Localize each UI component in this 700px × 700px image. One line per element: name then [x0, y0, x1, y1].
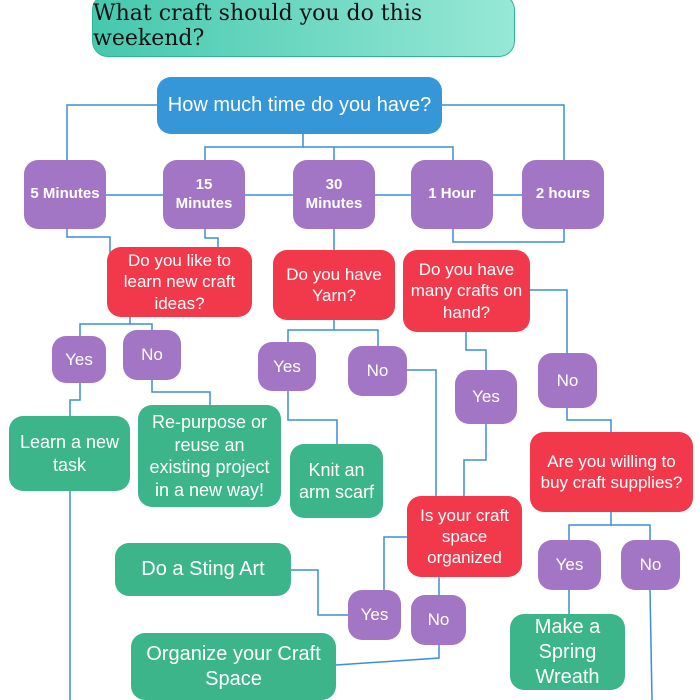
question-time: How much time do you have? — [157, 77, 442, 134]
result-sting-art: Do a Sting Art — [115, 543, 291, 596]
yes-yarn: Yes — [258, 342, 316, 391]
no-buy: No — [621, 540, 680, 590]
result-wreath: Make a Spring Wreath — [510, 614, 625, 690]
option-1-hour: 1 Hour — [411, 160, 493, 229]
option-5-minutes: 5 Minutes — [24, 160, 106, 229]
result-organize: Organize your Craft Space — [131, 633, 336, 700]
result-learn: Learn a new task — [9, 416, 130, 491]
yes-learn: Yes — [52, 336, 106, 383]
result-knit: Knit an arm scarf — [290, 444, 383, 518]
question-buy: Are you willing to buy craft supplies? — [530, 432, 693, 512]
question-learn: Do you like to learn new craft ideas? — [107, 247, 252, 317]
yes-buy: Yes — [538, 540, 601, 590]
question-many-crafts: Do you have many crafts on hand? — [403, 250, 530, 332]
question-yarn: Do you have Yarn? — [273, 250, 395, 320]
option-30-minutes: 30 Minutes — [293, 160, 375, 229]
yes-many: Yes — [455, 370, 517, 424]
no-learn: No — [123, 330, 181, 380]
page-title: What craft should you do this weekend? — [92, 0, 515, 57]
no-organized: No — [411, 595, 466, 645]
question-organized: Is your craft space organized — [407, 496, 522, 577]
option-2-hours: 2 hours — [522, 160, 604, 229]
no-many: No — [538, 353, 597, 408]
result-repurpose: Re-purpose or reuse an existing project … — [138, 405, 281, 507]
option-15-minutes: 15 Minutes — [163, 160, 245, 229]
no-yarn: No — [348, 346, 407, 396]
yes-organized: Yes — [348, 590, 401, 640]
